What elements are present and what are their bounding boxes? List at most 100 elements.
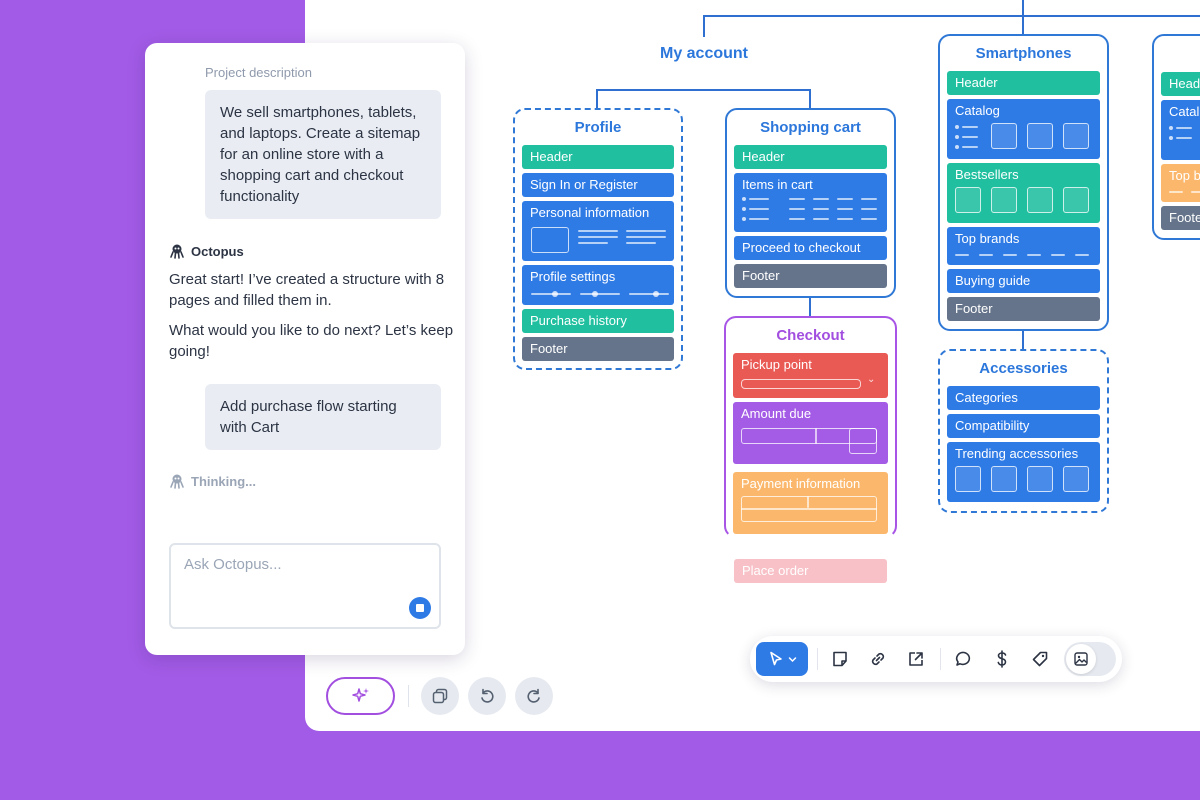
product-tile	[991, 187, 1017, 213]
wire-line	[580, 293, 620, 295]
block-catalog[interactable]: Catalog	[947, 99, 1100, 159]
link-tool[interactable]	[861, 642, 895, 676]
block-footer[interactable]: Footer	[734, 264, 887, 288]
connector	[809, 89, 811, 108]
wire-line	[789, 208, 805, 210]
connector	[1022, 331, 1024, 349]
undo-button[interactable]	[468, 677, 506, 715]
product-tile	[991, 123, 1017, 149]
pointer-icon	[770, 651, 782, 666]
block-top-brands[interactable]: Top b	[1161, 164, 1200, 202]
page-card-smartphones[interactable]: Smartphones Header Catalog Bestsellers T…	[938, 34, 1109, 331]
block-catalog[interactable]: Catal	[1161, 100, 1200, 160]
user-message: We sell smartphones, tablets, and laptop…	[205, 90, 441, 219]
block-header[interactable]: Head	[1161, 72, 1200, 96]
copy-icon	[432, 688, 448, 704]
wire-line	[979, 254, 993, 256]
block-footer[interactable]: Footer	[522, 337, 674, 361]
block-items-in-cart[interactable]: Items in cart	[734, 173, 887, 232]
product-tile	[1027, 123, 1053, 149]
block-footer[interactable]: Footer	[947, 297, 1100, 321]
block-purchase-history[interactable]: Purchase history	[522, 309, 674, 333]
stop-icon	[416, 604, 424, 612]
block-buying-guide[interactable]: Buying guide	[947, 269, 1100, 293]
connector	[703, 15, 705, 37]
connector	[703, 15, 1200, 17]
image-toggle[interactable]	[1064, 642, 1116, 676]
wire-dot	[653, 291, 659, 297]
product-tile	[955, 187, 981, 213]
block-proceed-to-checkout[interactable]: Proceed to checkout	[734, 236, 887, 260]
stop-button[interactable]	[409, 597, 431, 619]
block-personal-info[interactable]: Personal information	[522, 201, 674, 261]
block-pickup-point[interactable]: Pickup point ⌄	[733, 353, 888, 398]
octopus-chat-panel: Project description We sell smartphones,…	[145, 43, 465, 655]
block-footer[interactable]: Foote	[1161, 206, 1200, 230]
block-sign-in[interactable]: Sign In or Register	[522, 173, 674, 197]
tag-tool[interactable]	[1023, 642, 1057, 676]
block-bestsellers[interactable]: Bestsellers	[947, 163, 1100, 223]
wire-line	[813, 198, 829, 200]
octopus-icon	[170, 244, 184, 259]
page-card-accessories[interactable]: Accessories Categories Compatibility Tre…	[938, 349, 1109, 513]
wire-line	[531, 293, 571, 295]
block-amount-due[interactable]: Amount due	[733, 402, 888, 464]
wire-line	[1169, 191, 1183, 193]
wire-line	[1027, 254, 1041, 256]
wire-line	[861, 218, 877, 220]
sticky-note-tool[interactable]	[823, 642, 857, 676]
page-card-checkout[interactable]: Checkout Pickup point ⌄ Amount due Payme…	[724, 316, 897, 538]
wire-line	[837, 218, 853, 220]
toggle-knob	[1066, 644, 1096, 674]
duplicate-button[interactable]	[421, 677, 459, 715]
product-tile	[1027, 187, 1053, 213]
block-header[interactable]: Header	[947, 71, 1100, 95]
wire-line	[789, 218, 805, 220]
block-categories[interactable]: Categories	[947, 386, 1100, 410]
block-header[interactable]: Header	[734, 145, 887, 169]
block-compatibility[interactable]: Compatibility	[947, 414, 1100, 438]
block-top-brands[interactable]: Top brands	[947, 227, 1100, 265]
wire-line	[807, 496, 809, 508]
divider	[408, 685, 409, 707]
wire-dot	[955, 135, 959, 139]
wire-line	[1075, 254, 1089, 256]
ai-sparkles-button[interactable]	[326, 677, 395, 715]
wire-line	[955, 254, 969, 256]
wire-line	[861, 198, 877, 200]
comment-icon	[955, 651, 971, 666]
wire-dot	[1169, 126, 1173, 130]
sticky-note-icon	[833, 651, 847, 667]
page-card-shopping-cart[interactable]: Shopping cart Header Items in cart Proce…	[725, 108, 896, 298]
wire-line	[749, 198, 769, 200]
block-header[interactable]: Header	[522, 145, 674, 169]
price-tool[interactable]	[985, 642, 1019, 676]
ask-octopus-input[interactable]	[184, 556, 414, 573]
user-message: Add purchase flow starting with Cart	[205, 384, 441, 450]
product-tile	[955, 466, 981, 492]
dropdown-wireframe	[741, 379, 861, 389]
wire-dot	[592, 291, 598, 297]
block-place-order[interactable]: Place order	[734, 559, 887, 583]
connector	[596, 89, 811, 91]
page-card-partial[interactable]: Head Catal Top b Foote	[1152, 34, 1200, 240]
bot-name: Octopus	[169, 243, 244, 259]
external-link-tool[interactable]	[899, 642, 933, 676]
wire-line	[1003, 254, 1017, 256]
product-tile	[991, 466, 1017, 492]
external-link-icon	[909, 652, 923, 666]
image-icon	[1074, 652, 1088, 666]
wire-dot	[742, 197, 746, 201]
block-trending-accessories[interactable]: Trending accessories	[947, 442, 1100, 502]
page-card-profile[interactable]: Profile Header Sign In or Register Perso…	[513, 108, 683, 370]
block-profile-settings[interactable]: Profile settings	[522, 265, 674, 305]
redo-button[interactable]	[515, 677, 553, 715]
pointer-tool-button[interactable]	[756, 642, 808, 676]
wire-line	[741, 508, 877, 510]
comment-tool[interactable]	[947, 642, 981, 676]
ask-octopus-box[interactable]	[169, 543, 441, 629]
block-payment-information[interactable]: Payment information	[733, 472, 888, 534]
wire-line	[626, 242, 656, 244]
connector	[809, 298, 811, 316]
table-wireframe	[849, 428, 877, 454]
